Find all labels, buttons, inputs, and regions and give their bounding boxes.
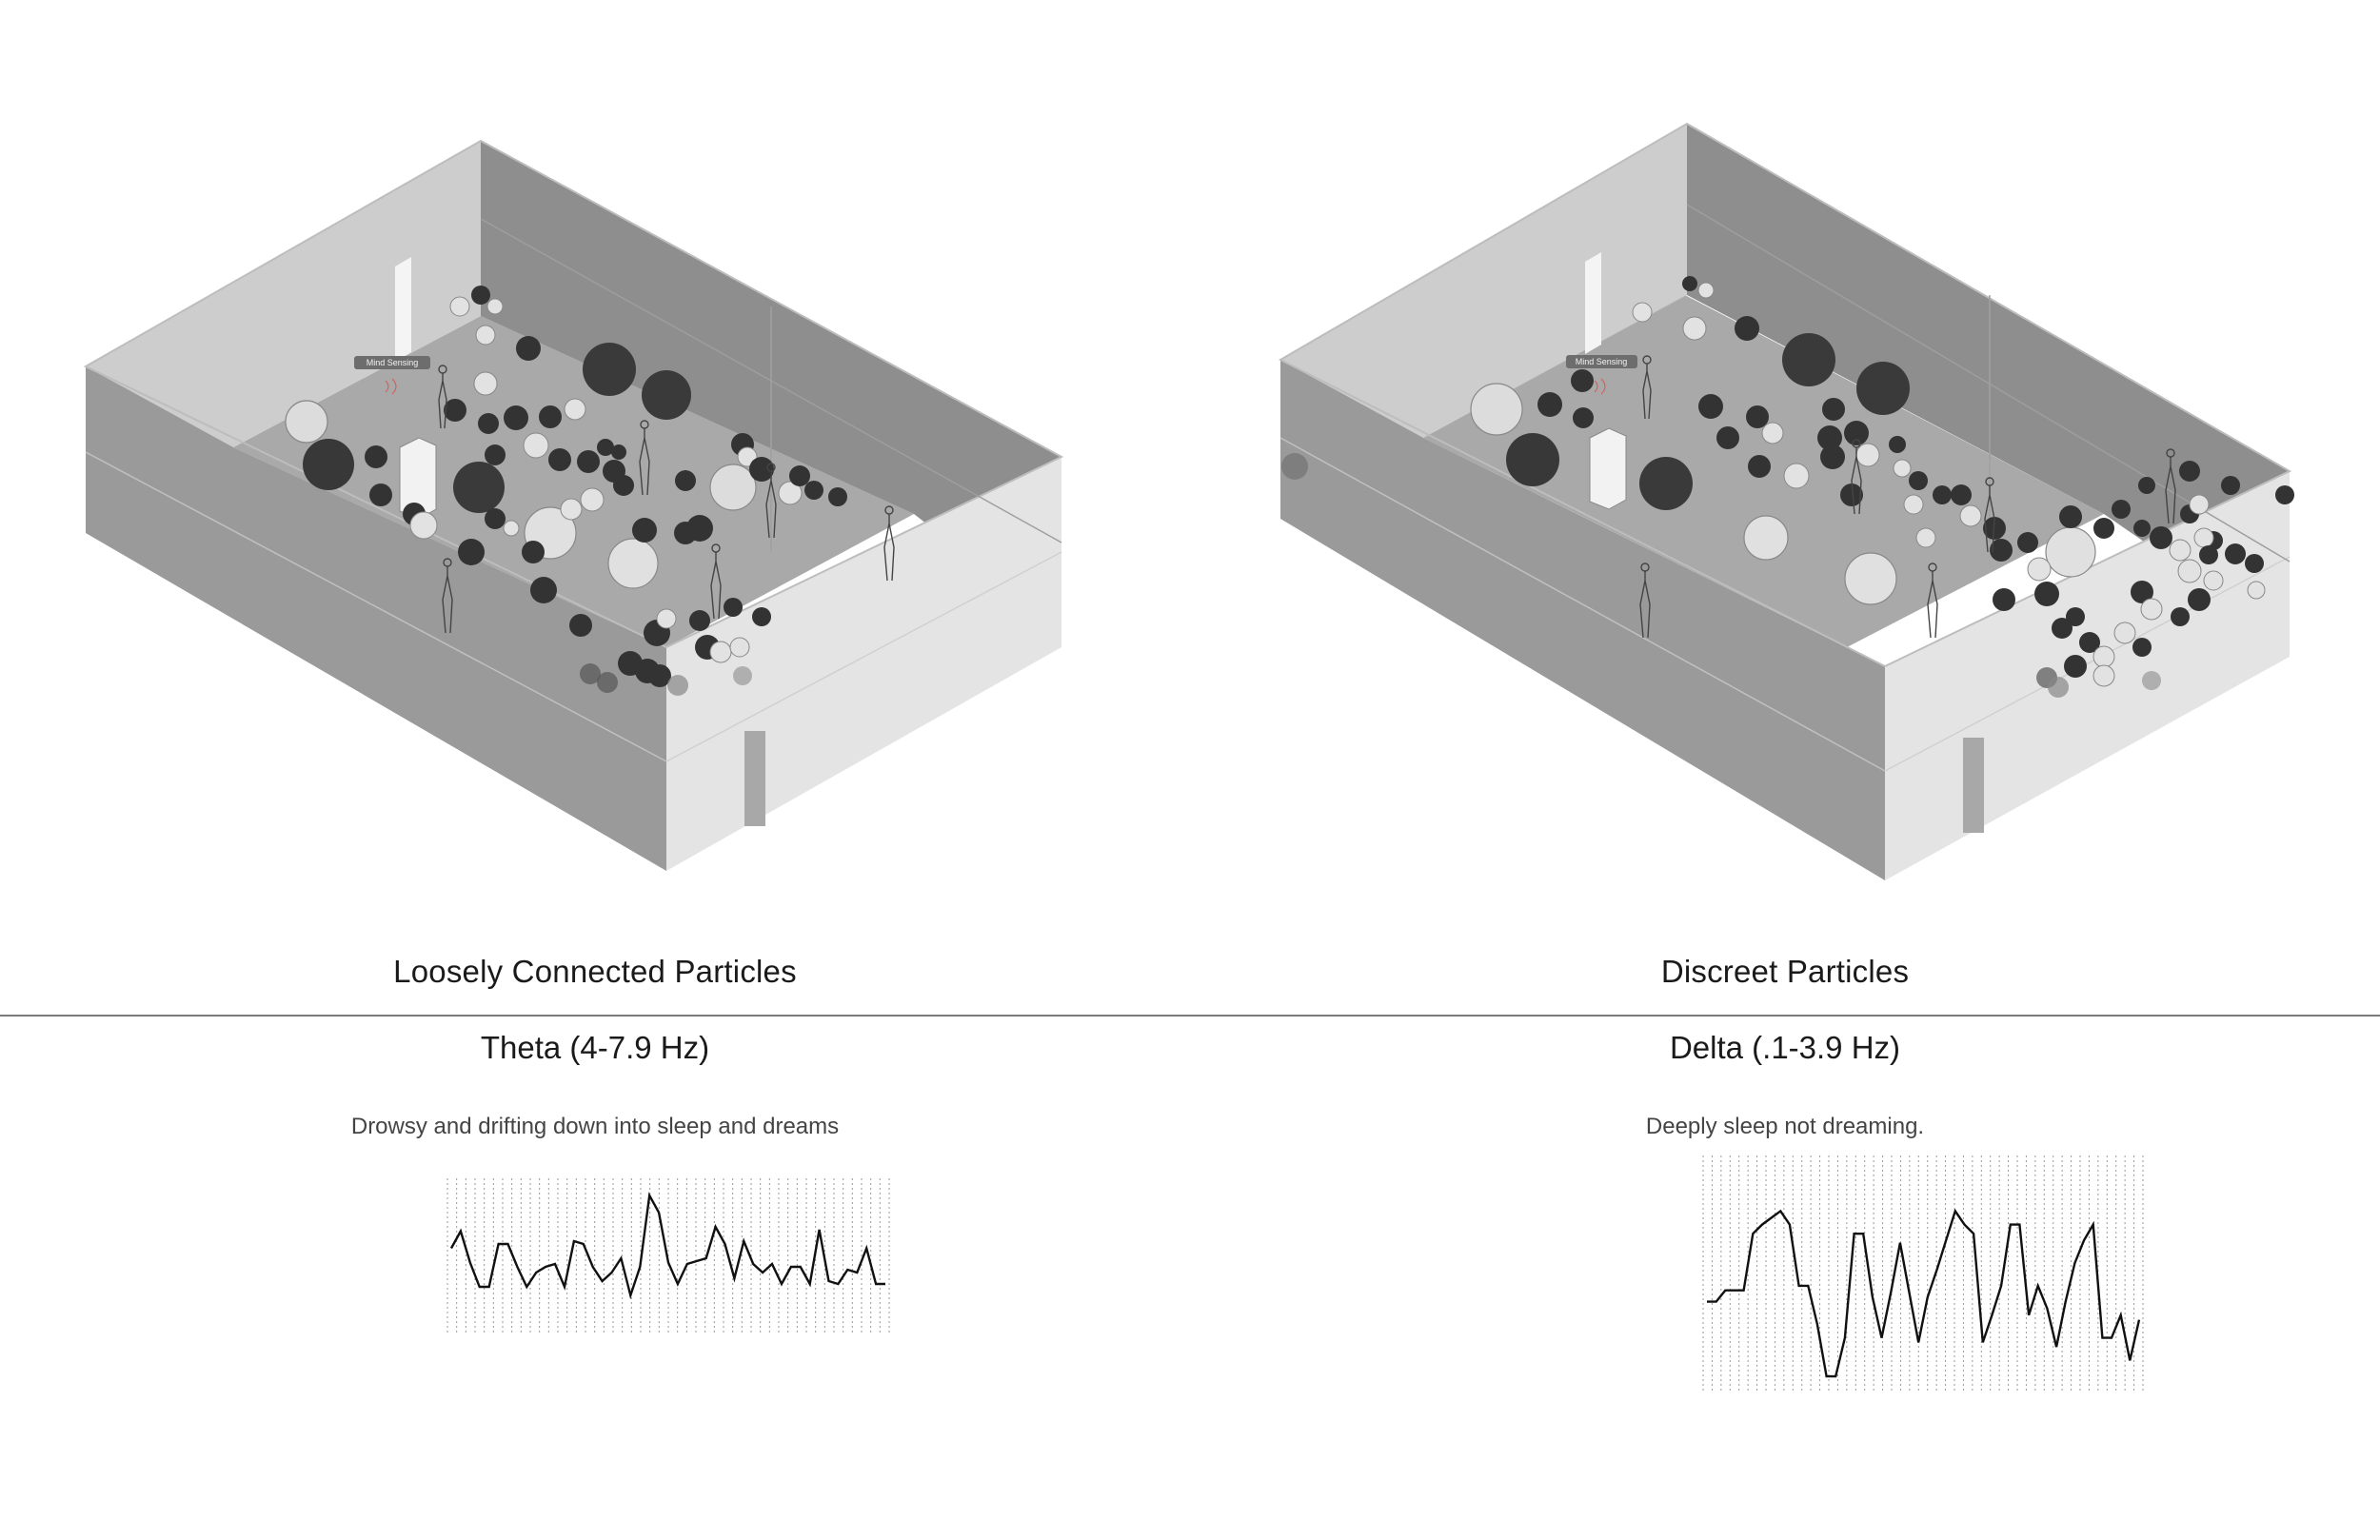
door-panel bbox=[744, 731, 765, 826]
panel-discreet: Mind Sensing Discreet Particles Delta (.… bbox=[1190, 0, 2380, 1540]
diagram-title: Discreet Particles bbox=[1660, 954, 1910, 989]
panel-loosely-connected: Mind Sensing Loosely Connected Particles… bbox=[83, 139, 1064, 1333]
human-figures bbox=[1639, 355, 2176, 639]
door-panel bbox=[1963, 738, 1984, 833]
wave-line bbox=[449, 1192, 885, 1300]
pedestal bbox=[1589, 427, 1627, 510]
pedestal bbox=[399, 437, 437, 520]
brainwave-graph bbox=[1702, 1155, 2144, 1393]
front-left-wall bbox=[86, 366, 666, 871]
top-rim bbox=[1278, 122, 2292, 668]
diagram-title: Loosely Connected Particles bbox=[393, 954, 797, 989]
wave-band-label: Delta (.1-3.9 Hz) bbox=[1669, 1030, 1901, 1065]
particle-spheres bbox=[285, 286, 847, 696]
isometric-room-diagram: Mind Sensing bbox=[83, 139, 1064, 871]
section-divider bbox=[0, 1015, 2380, 1017]
brainwave-graph bbox=[446, 1178, 890, 1333]
isometric-room-diagram: Mind Sensing bbox=[1278, 122, 2294, 880]
svg-text:Mind Sensing: Mind Sensing bbox=[1576, 357, 1628, 366]
wave-description: Deeply sleep not dreaming. bbox=[1645, 1114, 1925, 1139]
human-figures bbox=[438, 365, 895, 634]
wave-description: Drowsy and drifting down into sleep and … bbox=[350, 1114, 840, 1139]
mind-sensing-tag: Mind Sensing bbox=[354, 356, 430, 369]
room-floor bbox=[233, 316, 914, 647]
wave-line bbox=[1707, 1208, 2141, 1378]
wave-band-label: Theta (4-7.9 Hz) bbox=[480, 1030, 710, 1065]
front-left-wall bbox=[1280, 360, 1885, 880]
mind-sensing-tag: Mind Sensing bbox=[1566, 355, 1637, 368]
svg-text:Mind Sensing: Mind Sensing bbox=[367, 358, 419, 367]
particle-spheres bbox=[1281, 276, 2294, 698]
